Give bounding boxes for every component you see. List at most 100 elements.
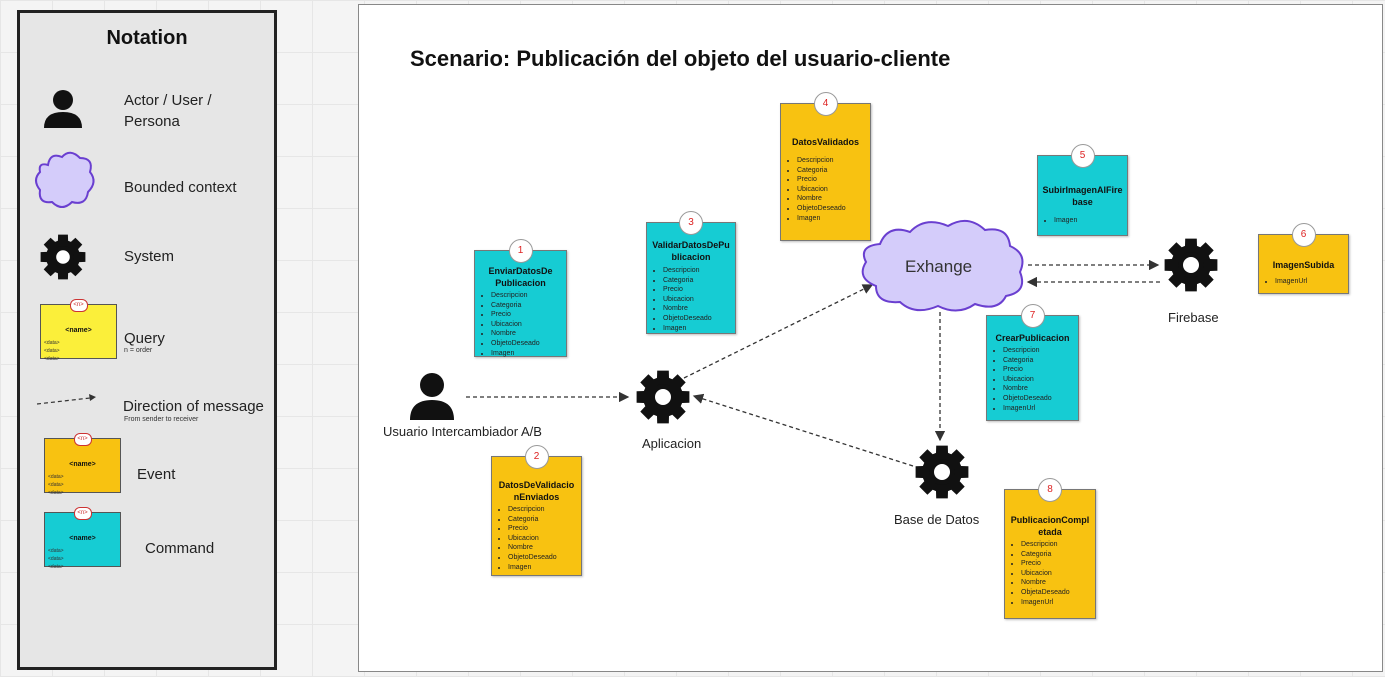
sticky-order-badge: 2 [524, 445, 549, 469]
sticky-data-item: Categoria [663, 276, 712, 286]
legend-command-data-1: <data> [48, 548, 64, 554]
legend-arrow-icon [36, 394, 96, 405]
sticky-data-item: Ubicacion [1003, 375, 1052, 385]
legend-actor-icon [44, 90, 82, 128]
sticky-data-item: Descripcion [1021, 540, 1070, 550]
sticky-name: CrearPublicacion [995, 333, 1070, 343]
sticky-order-badge: 3 [679, 211, 703, 235]
sticky-data-item: Imagen [508, 563, 557, 573]
sticky-name: EnviarDatosDe Publicacion [488, 266, 553, 288]
legend-gear-icon [40, 234, 86, 280]
aplicacion-label: Aplicacion [642, 436, 702, 451]
legend-command-data-3: <data> [48, 564, 64, 570]
basedatos-label: Base de Datos [894, 512, 980, 527]
sticky-data-item: Nombre [797, 194, 846, 204]
sticky-data-item: ObjetaDeseado [1021, 588, 1070, 598]
sticky-data-item: Imagen [491, 349, 540, 359]
legend-actor-label: Actor / User / Persona [124, 92, 212, 130]
sticky-data-item: Imagen [663, 324, 712, 334]
legend-query-sub: n = order [124, 347, 153, 354]
legend-event-data-3: <data> [48, 490, 64, 496]
sticky-order-badge: 8 [1038, 478, 1062, 502]
legend-command-sticky: <n> <name> <data> <data> <data> [44, 507, 121, 570]
sticky-data-list: DescripcionCategoriaPrecioUbicacionNombr… [498, 505, 557, 572]
legend-query-label: Query [124, 330, 165, 347]
sticky-data-item: Categoria [508, 515, 557, 525]
sticky-data-item: Descripcion [508, 505, 557, 515]
sticky-data-item: Precio [1021, 559, 1070, 569]
sticky-data-item: Ubicacion [508, 534, 557, 544]
legend-event-data-1: <data> [48, 474, 64, 480]
sticky-data-item: Nombre [663, 304, 712, 314]
legend-command-label: Command [145, 540, 215, 557]
sticky-data-item: Nombre [508, 543, 557, 553]
sticky-data-item: Ubicacion [663, 295, 712, 305]
legend-query-sticky: <n> <name> <data> <data> <data> [40, 299, 117, 362]
event-sticky-4[interactable]: 4DatosValidadosDescripcionCategoriaPreci… [780, 92, 871, 241]
legend-query-data-2: <data> [44, 348, 60, 354]
sticky-data-item: Precio [508, 524, 557, 534]
sticky-data-item: Descripcion [797, 156, 846, 166]
legend-query-badge: <n> [69, 299, 88, 312]
sticky-data-list: DescripcionCategoriaPrecioUbicacionNombr… [1011, 540, 1070, 607]
sticky-data-item: ImagenUrl [1021, 598, 1070, 608]
legend-command-data-2: <data> [48, 556, 64, 562]
legend-event-name: <name> [69, 461, 96, 468]
legend-query-data-3: <data> [44, 356, 60, 362]
sticky-data-item: Ubicacion [1021, 569, 1070, 579]
sticky-data-list: DescripcionCategoriaPrecioUbicacionNombr… [653, 266, 712, 333]
legend-direction-label: Direction of message [123, 398, 264, 415]
legend-cloud-icon [35, 151, 95, 208]
legend-event-sticky: <n> <name> <data> <data> <data> [44, 433, 121, 496]
legend-title: Notation [106, 27, 188, 49]
legend-query-data-1: <data> [44, 340, 60, 346]
sticky-data-item: ImagenUrl [1275, 277, 1307, 287]
legend-system-label: System [124, 248, 175, 265]
actor-label: Usuario Intercambiador A/B [383, 424, 542, 439]
sticky-data-item: Descripcion [1003, 346, 1052, 356]
sticky-data-item: Ubicacion [797, 185, 846, 195]
legend-command-name: <name> [69, 535, 96, 542]
sticky-data-item: ImagenUrl [1003, 404, 1052, 414]
sticky-data-item: Descripcion [663, 266, 712, 276]
legend-event-data-2: <data> [48, 482, 64, 488]
command-sticky-7[interactable]: 7CrearPublicacionDescripcionCategoriaPre… [986, 304, 1079, 421]
legend-direction-sub: From sender to receiver [124, 416, 199, 423]
sticky-data-item: Imagen [1054, 216, 1077, 226]
sticky-name: ValidarDatosDePu blicacion [652, 240, 730, 262]
event-sticky-6[interactable]: 6ImagenSubidaImagenUrl [1258, 223, 1349, 294]
sticky-data-list: DescripcionCategoriaPrecioUbicacionNombr… [481, 291, 540, 358]
sticky-data-item: ObjetoDeseado [663, 314, 712, 324]
legend-bounded-label: Bounded context [124, 179, 237, 196]
sticky-data-item: Imagen [797, 214, 846, 224]
sticky-data-list: DescripcionCategoriaPrecioUbicacionNombr… [787, 156, 846, 223]
sticky-data-item: Nombre [491, 329, 540, 339]
legend-command-badge: <n> [73, 507, 92, 520]
sticky-data-item: Precio [1003, 365, 1052, 375]
sticky-order-badge: 6 [1291, 223, 1316, 247]
sticky-data-item: Categoria [1021, 550, 1070, 560]
sticky-data-item: Categoria [491, 301, 540, 311]
arrow-basedatos-to-aplicacion [692, 393, 914, 467]
sticky-order-badge: 4 [813, 92, 838, 116]
sticky-data-item: Descripcion [491, 291, 540, 301]
sticky-data-item: Categoria [797, 166, 846, 176]
actor-icon [410, 373, 454, 420]
sticky-order-badge: 7 [1020, 304, 1045, 328]
sticky-data-item: ObjetoDeseado [491, 339, 540, 349]
legend-event-label: Event [137, 466, 176, 483]
exhange-cloud [861, 219, 1024, 312]
gear-icon-basedatos [915, 445, 969, 499]
sticky-data-item: Precio [491, 310, 540, 320]
sticky-name: DatosValidados [791, 137, 860, 147]
sticky-name: PublicacionCompl etada [1010, 515, 1090, 537]
firebase-label: Firebase [1168, 310, 1219, 325]
sticky-order-badge: 5 [1070, 144, 1095, 168]
